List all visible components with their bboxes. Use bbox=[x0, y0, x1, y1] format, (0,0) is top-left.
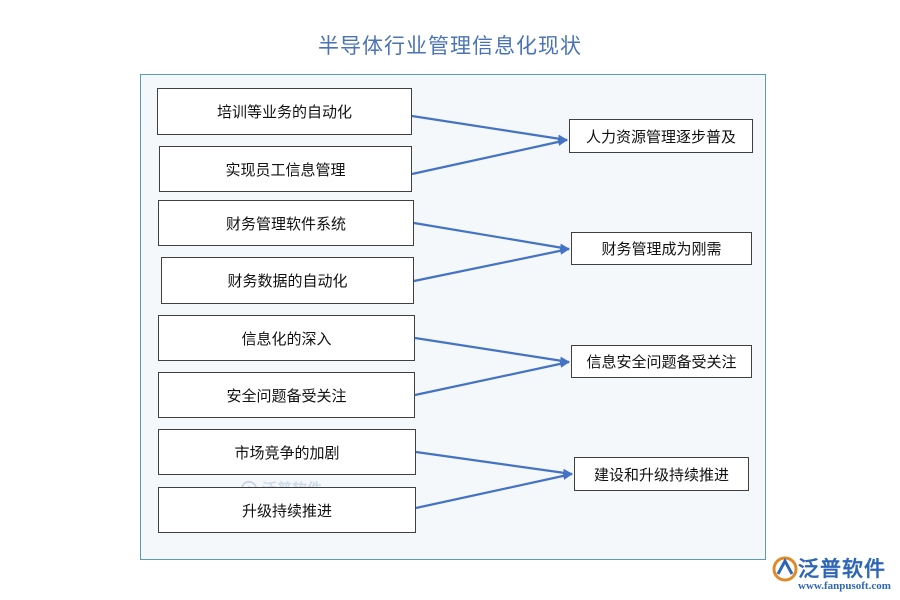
source-box-3: 财务管理软件系统 bbox=[158, 200, 414, 246]
source-box-6: 安全问题备受关注 bbox=[158, 372, 415, 418]
source-box-8: 升级持续推进 bbox=[158, 487, 416, 533]
arrow-6 bbox=[414, 359, 570, 397]
arrow-5 bbox=[414, 336, 570, 365]
source-box-5: 信息化的深入 bbox=[158, 315, 415, 361]
source-box-1: 培训等业务的自动化 bbox=[157, 88, 412, 135]
arrow-2 bbox=[411, 138, 568, 176]
fanpu-logo-icon bbox=[772, 556, 798, 582]
target-box-2: 财务管理成为刚需 bbox=[571, 232, 752, 265]
target-box-3: 信息安全问题备受关注 bbox=[571, 345, 752, 378]
target-box-4: 建设和升级持续推进 bbox=[574, 457, 749, 491]
source-box-7: 市场竞争的加剧 bbox=[158, 429, 416, 475]
arrow-4 bbox=[413, 246, 570, 283]
arrow-7 bbox=[415, 450, 573, 477]
logo-name: 泛普软件 bbox=[798, 557, 886, 581]
source-box-4: 财务数据的自动化 bbox=[161, 257, 414, 304]
page-title: 半导体行业管理信息化现状 bbox=[318, 34, 582, 58]
arrow-3 bbox=[413, 221, 570, 252]
logo-url: www.fanpusoft.com bbox=[798, 580, 891, 592]
target-box-1: 人力资源管理逐步普及 bbox=[569, 119, 753, 153]
source-box-2: 实现员工信息管理 bbox=[159, 146, 412, 192]
arrow-8 bbox=[415, 472, 573, 510]
arrow-1 bbox=[411, 114, 568, 143]
